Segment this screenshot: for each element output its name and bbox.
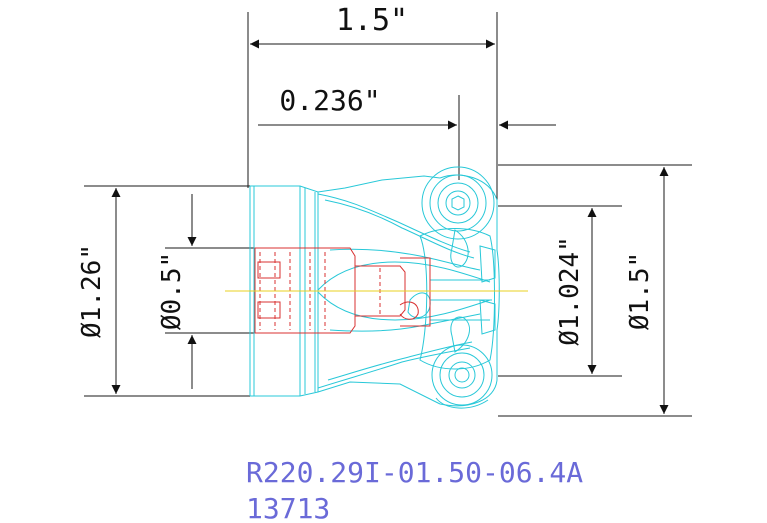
insert-bottom	[431, 344, 493, 406]
offset-label: 0.236"	[279, 84, 380, 117]
dimension-lines	[84, 12, 692, 417]
part-number: R220.29I-01.50-06.4A	[246, 456, 583, 489]
part-code: 13713	[246, 492, 330, 523]
bore-diameter-label: Ø0.5"	[157, 252, 187, 330]
length-label: 1.5"	[336, 3, 408, 38]
cutting-diameter-label: Ø1.5"	[625, 252, 655, 330]
bore-outline	[254, 247, 356, 334]
shank-diameter-label: Ø1.26"	[77, 244, 107, 338]
screw-head-bottom	[448, 361, 476, 389]
tool-body	[249, 166, 500, 409]
screw-head-top	[445, 190, 471, 216]
shank-outline	[249, 175, 441, 405]
insert-top	[421, 166, 495, 240]
pilot-diameter-label: Ø1.024"	[555, 236, 585, 346]
